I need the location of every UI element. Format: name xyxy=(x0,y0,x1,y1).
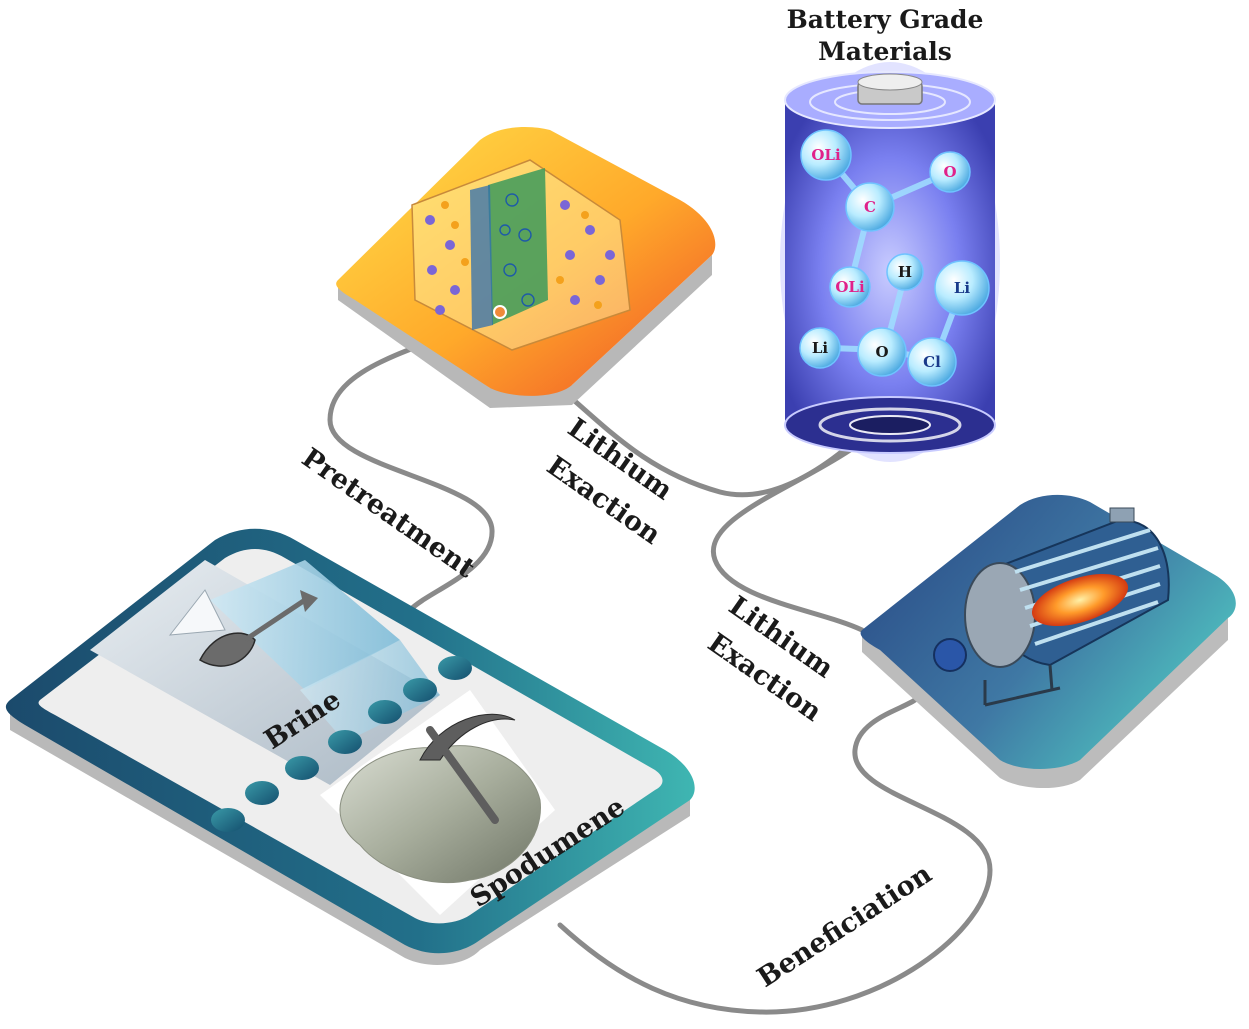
atom-label: OLi xyxy=(835,278,865,296)
battery-grade-title: Battery Grade Materials xyxy=(760,4,1010,68)
shovel-icon xyxy=(199,590,318,667)
atom-label: Li xyxy=(954,279,971,297)
tablet-dots xyxy=(211,656,472,832)
atom-label: O xyxy=(943,163,956,181)
membrane-icon xyxy=(411,159,631,351)
atom-label: C xyxy=(864,198,876,216)
spodumene-image xyxy=(320,690,555,915)
connector-extraction-2 xyxy=(710,447,865,633)
atom-label: H xyxy=(898,263,912,281)
title-line-2: Materials xyxy=(818,37,952,66)
atom-label: OLi xyxy=(811,146,841,164)
connector-lines xyxy=(327,337,993,1015)
atom-label: Li xyxy=(812,339,829,357)
molecule-atoms: OLi O C H Li OLi Li O Cl xyxy=(799,129,990,387)
pickaxe-icon xyxy=(419,713,516,824)
brine-image xyxy=(90,560,440,785)
title-line-1: Battery Grade xyxy=(786,5,984,34)
boiler-tile xyxy=(860,494,1236,789)
atom-label: O xyxy=(875,343,888,361)
boiler-icon xyxy=(933,507,1170,707)
membrane-tile xyxy=(336,127,716,408)
connector-beneficiation xyxy=(557,697,993,1015)
battery-icon: OLi O C H Li OLi Li O Cl xyxy=(780,62,1000,462)
resource-tablet xyxy=(5,528,695,965)
connector-pretreatment xyxy=(327,337,495,613)
atom-label: Cl xyxy=(923,353,941,371)
